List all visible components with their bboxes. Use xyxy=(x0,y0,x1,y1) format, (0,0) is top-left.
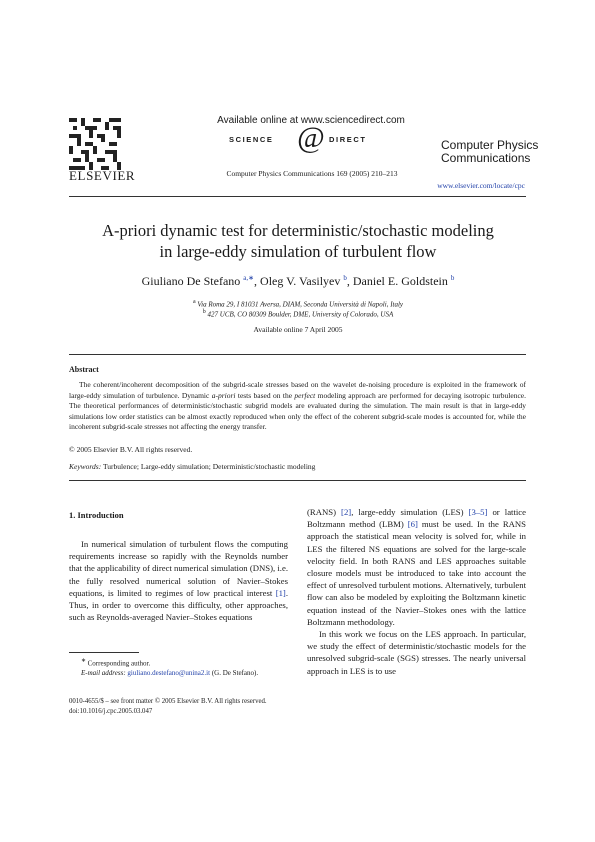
reference-link[interactable]: [1] xyxy=(275,587,286,598)
right-column-paragraph-2: In this work we focus on the LES approac… xyxy=(307,629,526,676)
affiliation-a: a Via Roma 29, I 81031 Aversa, DIAM, Sec… xyxy=(192,299,404,309)
abstract-text: The coherent/incoherent decomposition of… xyxy=(69,380,526,431)
journal-title-line2: Communications xyxy=(441,151,531,165)
abstract-top-divider xyxy=(69,354,526,355)
affiliation-b: b 427 UCB, CO 80309 Boulder, DME, Univer… xyxy=(202,309,394,319)
reference-link[interactable]: [3–5] xyxy=(468,507,488,517)
title-line1: A-priori dynamic test for deterministic/… xyxy=(102,221,494,240)
left-column-text: In numerical simulation of turbulent flo… xyxy=(69,539,288,623)
author-email-link[interactable]: giuliano.destefano@unina2.it xyxy=(127,669,211,678)
elsevier-tree-logo-icon xyxy=(69,118,121,170)
footnote-divider xyxy=(69,652,139,653)
author-affil-link[interactable]: a,∗ xyxy=(243,274,255,282)
journal-title: Computer Physics Communications xyxy=(441,139,538,165)
right-column-text: (RANS) [2], large-eddy simulation (LES) … xyxy=(307,507,527,676)
journal-reference: Computer Physics Communications 169 (200… xyxy=(226,169,398,178)
journal-url-link[interactable]: www.elsevier.com/locate/cpc xyxy=(437,181,525,190)
publisher-name: ELSEVIER xyxy=(69,168,136,183)
sd-logo-right: DIRECT xyxy=(329,135,367,144)
reference-link[interactable]: [2] xyxy=(341,507,352,517)
abstract-copyright: © 2005 Elsevier B.V. All rights reserved… xyxy=(69,445,193,454)
available-online-banner: Available online at www.sciencedirect.co… xyxy=(217,115,405,126)
doi: doi:10.1016/j.cpc.2005.03.047 xyxy=(69,708,153,715)
section-heading: 1. Introduction xyxy=(69,510,124,520)
sd-at-icon: @ xyxy=(297,121,325,154)
abstract-heading: Abstract xyxy=(69,365,99,374)
title-line2: in large-eddy simulation of turbulent fl… xyxy=(159,242,437,261)
keywords: Keywords: Turbulence; Large-eddy simulat… xyxy=(69,462,316,471)
author-affil-link[interactable]: b xyxy=(450,274,455,282)
author-affil-link[interactable]: b xyxy=(343,274,347,282)
header-divider xyxy=(69,196,526,197)
issn-copyright: 0010-4655/$ – see front matter © 2005 El… xyxy=(69,698,267,705)
author-name: Giuliano De Stefano xyxy=(141,274,241,288)
sd-logo-left: SCIENCE xyxy=(229,135,274,144)
front-matter-info: 0010-4655/$ – see front matter © 2005 El… xyxy=(69,697,369,717)
available-online-date: Available online 7 April 2005 xyxy=(253,325,343,334)
abstract-bottom-divider xyxy=(69,480,526,481)
author-name: Oleg V. Vasilyev xyxy=(260,274,341,288)
article-title: A-priori dynamic test for deterministic/… xyxy=(60,220,536,262)
sciencedirect-logo: SCIENCE @ DIRECT xyxy=(227,121,397,154)
reference-link[interactable]: [6] xyxy=(407,519,418,530)
author-list: Giuliano De Stefano a,∗, Oleg V. Vasilye… xyxy=(141,274,455,288)
author-name: Daniel E. Goldstein xyxy=(352,274,448,288)
footnote: ∗ Corresponding author. E-mail address: … xyxy=(81,658,259,678)
journal-title-line1: Computer Physics xyxy=(441,138,539,152)
